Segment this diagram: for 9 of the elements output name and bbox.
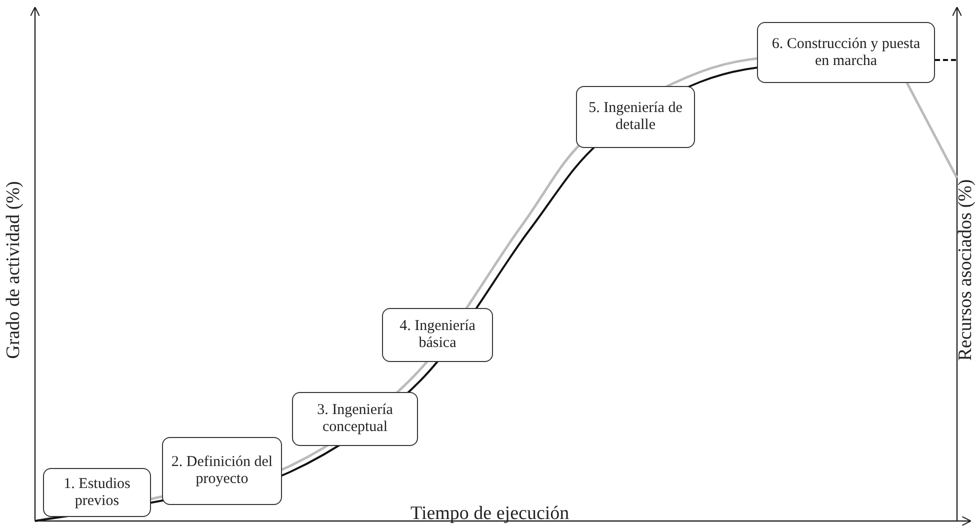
secondary-y-axis-title: Recursos asociados (%) [954, 179, 977, 361]
y-axis-title: Grado de actividad (%) [2, 181, 25, 359]
stage-box: 5. Ingeniería de detalle [576, 86, 695, 148]
stage-box: 1. Estudios previos [43, 468, 151, 517]
stage-box: 3. Ingeniería conceptual [292, 392, 418, 446]
stage-box: 2. Definición del proyecto [162, 437, 282, 505]
x-axis-title: Tiempo de ejecución [410, 503, 570, 525]
stage-box: 6. Construcción y puesta en marcha [757, 22, 935, 83]
stage-box: 4. Ingeniería básica [382, 308, 493, 362]
